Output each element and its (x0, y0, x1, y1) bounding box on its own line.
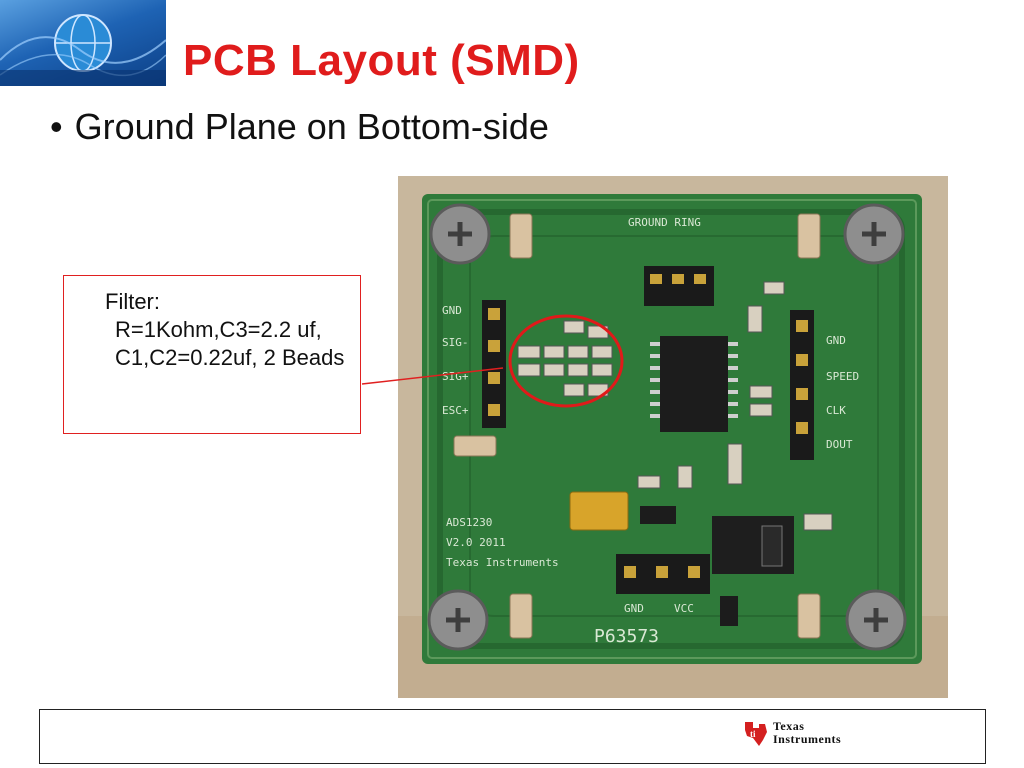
callout-line-2: R=1Kohm,C3=2.2 uf, C1,C2=0.22uf, 2 Beads (115, 317, 345, 370)
adc-chip (660, 336, 728, 432)
slide-title: PCB Layout (SMD) (183, 36, 580, 85)
bullet-text: Ground Plane on Bottom-side (74, 106, 549, 147)
callout-line-1: Filter: (105, 289, 160, 314)
ti-state-icon: ti (745, 722, 767, 746)
silk-left-esc: ESC+ (442, 404, 469, 417)
bullet-dot: • (50, 106, 63, 147)
silk-bottom-gnd: GND (624, 602, 644, 615)
silk-part-number: P63573 (594, 626, 659, 647)
screw-bottom-left (427, 589, 489, 651)
screw-top-right (843, 203, 905, 265)
highlight-circle (508, 314, 624, 408)
silk-right-dout: DOUT (826, 438, 853, 451)
filter-components (517, 320, 613, 397)
filter-callout: Filter: R=1Kohm,C3=2.2 uf, C1,C2=0.22uf,… (63, 275, 361, 434)
silk-right-speed: SPEED (826, 370, 859, 383)
silk-version: V2.0 2011 (446, 536, 506, 549)
svg-text:ti: ti (750, 729, 756, 739)
silkscreen-ground-ring: GROUND RING (628, 216, 701, 229)
silk-left-gnd: GND (442, 304, 462, 317)
screw-bottom-right (845, 589, 907, 651)
silk-right-gnd: GND (826, 334, 846, 347)
corner-logo (0, 0, 166, 86)
footer-bar: ti Texas Instruments (39, 709, 986, 764)
bullet-item: • Ground Plane on Bottom-side (50, 106, 549, 148)
pcb-photo: GROUND RING GND SIG- SIG+ ESC+ GND SPEED… (398, 176, 948, 698)
silk-bottom-vcc: VCC (674, 602, 694, 615)
screw-top-left (429, 203, 491, 265)
silk-right-clk: CLK (826, 404, 846, 417)
ti-logo-line-1: Texas (773, 719, 805, 733)
silk-board-name: ADS1230 (446, 516, 492, 529)
silk-left-sig-minus: SIG- (442, 336, 469, 349)
texas-instruments-logo: ti Texas Instruments (743, 718, 841, 748)
ti-logo-line-2: Instruments (773, 732, 842, 746)
silk-maker: Texas Instruments (446, 556, 559, 569)
silk-left-sig-plus: SIG+ (442, 370, 469, 383)
